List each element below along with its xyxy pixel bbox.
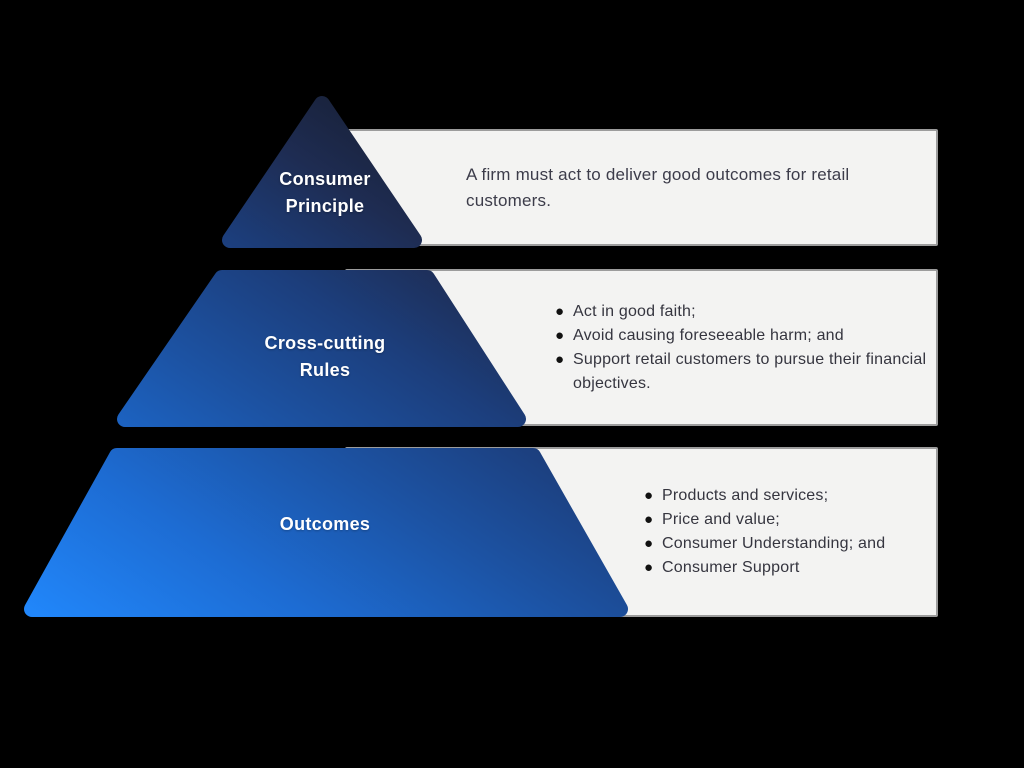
bullet-icon: ● [555,302,565,320]
tier-label-consumer-principle: Consumer Principle [279,166,370,220]
bullet-icon: ● [555,326,565,344]
consumer-principle-text: A firm must act to deliver good outcomes… [466,164,850,210]
cross-cutting-rules-list: ● Act in good faith; ● Avoid causing for… [555,300,936,396]
label-line: Outcomes [279,514,371,534]
label-line: Consumer [279,169,371,189]
bullet-icon: ● [644,511,654,528]
bullet-text: Products and services; [662,487,829,504]
bullet-text: Support retail customers to pursue their… [573,350,927,392]
label-line: Principle [285,196,365,216]
list-item: ● Act in good faith; [555,300,940,324]
list-item: ● Consumer Support [644,556,934,580]
bullet-text: Consumer Support [662,559,800,576]
bullet-text: Price and value; [662,511,780,528]
list-item: ● Support retail customers to pursue the… [555,348,940,396]
list-item: ● Products and services; [644,484,934,508]
bullet-text: Avoid causing foreseeable harm; and [573,326,844,344]
list-item: ● Consumer Understanding; and [644,532,934,556]
tier-label-cross-cutting-rules: Cross-cutting Rules [265,330,386,384]
list-item: ● Price and value; [644,508,934,532]
list-item: ● Avoid causing foreseeable harm; and [555,324,940,348]
bullet-icon: ● [555,350,565,368]
bullet-text: Act in good faith; [573,302,696,320]
consumer-principle-panel: A firm must act to deliver good outcomes… [345,129,938,246]
outcomes-list: ● Products and services; ● Price and val… [644,484,936,580]
tier-label-outcomes: Outcomes [280,511,370,538]
tier-shape-outcomes [24,448,628,617]
bullet-icon: ● [644,535,654,552]
tier-shape-cross-cutting-rules [117,270,526,427]
bullet-text: Consumer Understanding; and [662,535,886,552]
label-line: Cross-cutting [264,333,386,353]
label-line: Rules [299,360,351,380]
bullet-icon: ● [644,487,654,504]
tier-shape-consumer-principle [222,96,422,248]
bullet-icon: ● [644,559,654,576]
